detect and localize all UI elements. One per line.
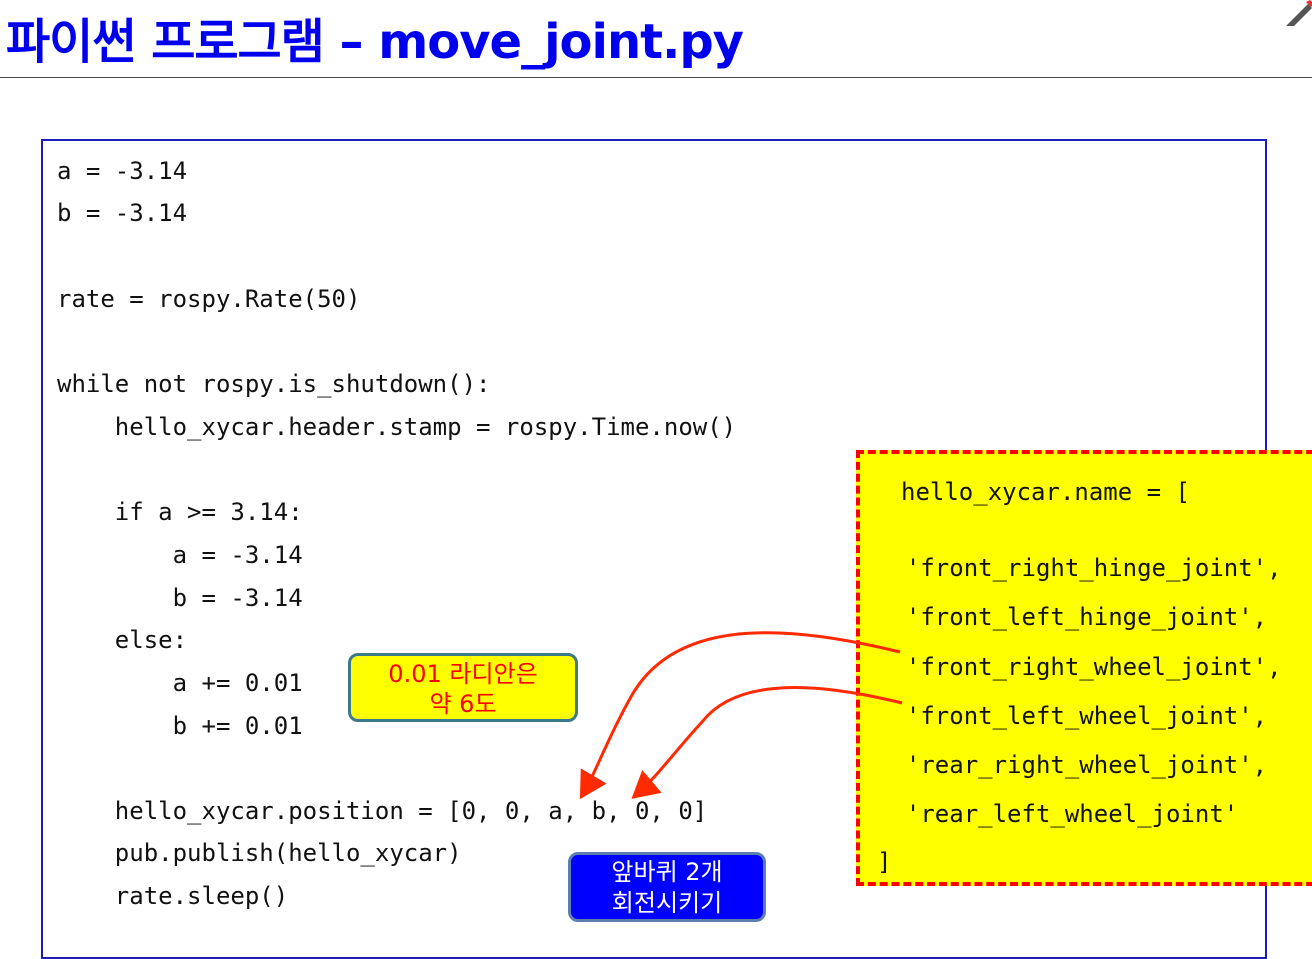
code-line: a = -3.14 — [57, 541, 303, 569]
code-line: rate = rospy.Rate(50) — [57, 285, 361, 313]
code-line: b = -3.14 — [57, 199, 188, 227]
callout-text: 앞바퀴 2개 — [611, 858, 723, 886]
joint-names-line: 'front_left_hinge_joint', — [877, 603, 1268, 631]
code-line: while not rospy.is_shutdown(): — [57, 370, 491, 398]
slide-title: 파이썬 프로그램 – move_joint.py — [6, 14, 744, 70]
joint-names-line: 'rear_left_wheel_joint' — [877, 800, 1239, 828]
callout-text: 0.01 라디안은 — [388, 660, 538, 688]
joint-names-line: ] — [877, 848, 892, 876]
joint-names-line: 'rear_right_wheel_joint', — [877, 751, 1268, 779]
front-wheels-callout: 앞바퀴 2개 회전시키기 — [568, 852, 766, 922]
code-line: if a >= 3.14: — [57, 498, 303, 526]
code-line: rate.sleep() — [57, 882, 289, 910]
joint-names-line: 'front_right_hinge_joint', — [877, 554, 1282, 582]
joint-names-line: hello_xycar.name = [ — [901, 478, 1190, 506]
code-line: else: — [57, 626, 188, 654]
code-line: b = -3.14 — [57, 584, 303, 612]
pencil-icon — [1286, 0, 1312, 26]
callout-text: 회전시키기 — [611, 889, 723, 917]
code-line: hello_xycar.header.stamp = rospy.Time.no… — [57, 413, 737, 441]
title-underline — [0, 77, 1312, 78]
radian-note-callout: 0.01 라디안은 약 6도 — [348, 653, 578, 722]
callout-text: 약 6도 — [429, 690, 497, 718]
joint-names-line: 'front_right_wheel_joint', — [877, 653, 1282, 681]
joint-names-line: 'front_left_wheel_joint', — [877, 702, 1268, 730]
code-line: a += 0.01 — [57, 669, 303, 697]
code-line: pub.publish(hello_xycar) — [57, 839, 462, 867]
joint-names-box: hello_xycar.name = [ 'front_right_hinge_… — [856, 450, 1312, 886]
code-line: a = -3.14 — [57, 157, 188, 185]
code-line: hello_xycar.position = [0, 0, a, b, 0, 0… — [57, 797, 708, 825]
code-line: b += 0.01 — [57, 712, 303, 740]
